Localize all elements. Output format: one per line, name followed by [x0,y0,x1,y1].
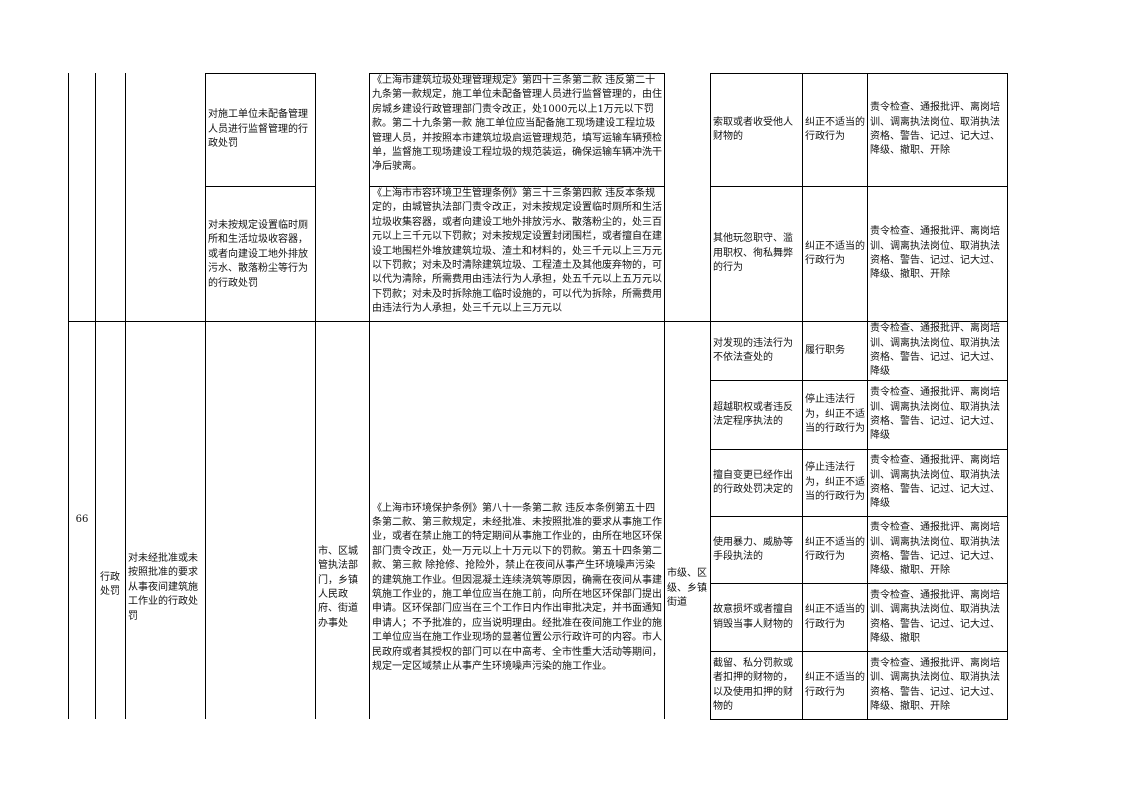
grid-line [205,73,206,719]
item-name: 对未按规定设置临时厕所和生活垃圾收容器，或者向建设工地外排放污水、散落粉尘等行为… [208,219,308,289]
duty-result: 责令检查、通报批评、离岗培训、调离执法岗位、取消执法资格、警告、记过、记大过、降… [870,455,1000,510]
duty-situation-cell: 超越职权或者违反法定程序执法的 [713,381,800,449]
duty-situation-cell: 对发现的违法行为不依法查处的 [713,322,800,380]
grid-line [710,449,1007,450]
grid-line [710,516,1007,517]
item-name-cell: 对施工单位未配备管理人员进行监督管理的行政处罚 [208,108,313,152]
duty-situation-cell: 使用暴力、威胁等手段执法的 [713,517,800,583]
item-number: 66 [75,514,89,526]
grid-line [1007,73,1008,720]
legal-basis-cell: 《上海市环境保护条例》第八十一条第二款 违反本条例第五十四条第二款、第三款规定，… [372,488,662,688]
department-cell: 市、区城管执法部门，乡镇人民政府、街道办事处 [318,545,367,631]
duty-result: 责令检查、通报批评、离岗培训、调离执法岗位、取消执法资格、警告、记过、记大过、降… [870,226,1000,281]
legal-basis: 《上海市建筑垃圾处理管理规定》第四十三条第二款 违反第二十九条第一款规定，施工单… [372,75,662,173]
duty-type-cell: 停止违法行为，纠正不适当的行政行为 [805,381,865,449]
grid-line [664,73,665,719]
duty-situation: 索取或者收受他人财物的 [713,116,793,142]
grid-line [710,73,711,719]
duty-type: 纠正不适当的行政行为 [805,672,865,698]
duty-type: 停止违法行为，纠正不适当的行政行为 [805,394,865,435]
duty-result-cell: 责令检查、通报批评、离岗培训、调离执法岗位、取消执法资格、警告、记过、记大过、降… [870,187,1005,321]
duty-situation: 超越职权或者违反法定程序执法的 [713,401,793,427]
grid-line [710,583,1007,584]
item-name: 对未经批准或未按照批准的要求从事夜间建筑施工作业的行政处罚 [128,552,198,622]
duty-situation-cell: 故意损坏或者擅自销毁当事人财物的 [713,584,800,651]
duty-type: 履行职务 [805,344,845,356]
grid-line [710,73,1007,74]
duty-type-cell: 履行职务 [805,322,865,380]
duty-result-cell: 责令检查、通报批评、离岗培训、调离执法岗位、取消执法资格、警告、记过、记大过、降… [870,517,1005,583]
duty-result: 责令检查、通报批评、离岗培训、调离执法岗位、取消执法资格、警告、记过、记大过、降… [870,387,1000,442]
duty-type: 纠正不适当的行政行为 [805,536,865,562]
grid-line [369,73,664,74]
duty-situation: 其他玩忽职守、滥用职权、徇私舞弊的行为 [713,233,793,274]
grid-line [68,73,69,719]
duty-situation-cell: 索取或者收受他人财物的 [713,74,800,186]
grid-line [710,321,1007,322]
duty-type-cell: 纠正不适当的行政行为 [805,517,865,583]
duty-type: 纠正不适当的行政行为 [805,240,865,266]
grid-line [710,186,1007,187]
item-category: 行政处罚 [100,571,120,597]
duty-result: 责令检查、通报批评、离岗培训、调离执法岗位、取消执法资格、警告、记过、记大过、降… [870,522,1000,577]
duty-type-cell: 纠正不适当的行政行为 [805,584,865,651]
duty-type: 纠正不适当的行政行为 [805,604,865,630]
item-number-cell: 66 [69,322,95,719]
legal-basis: 《上海市环境保护条例》第八十一条第二款 违反本条例第五十四条第二款、第三款规定，… [372,502,662,673]
duty-situation: 截留、私分罚款或者扣押的财物的，以及使用扣押的财物的 [713,657,793,712]
duty-result-cell: 责令检查、通报批评、离岗培训、调离执法岗位、取消执法资格、警告、记过、记大过、降… [870,322,1005,380]
item-category-cell: 行政处罚 [97,560,123,610]
duty-situation: 对发现的违法行为不依法查处的 [713,337,793,363]
grid-line [369,73,370,719]
duty-result-cell: 责令检查、通报批评、离岗培训、调离执法岗位、取消执法资格、警告、记过、记大过、降… [870,652,1005,719]
duty-situation: 擅自变更已经作出的行政处罚决定的 [713,469,793,495]
grid-line [205,73,315,74]
duty-type-cell: 纠正不适当的行政行为 [805,74,865,186]
level: 市级、区级、乡镇街道 [667,568,707,609]
grid-line [867,73,868,720]
legal-basis: 《上海市市容环境卫生管理条例》第三十三条第四款 违反本条规定的，由城管执法部门责… [372,188,662,315]
duty-result-cell: 责令检查、通报批评、离岗培训、调离执法岗位、取消执法资格、警告、记过、记大过、降… [870,381,1005,449]
item-name-cell: 对未经批准或未按照批准的要求从事夜间建筑施工作业的行政处罚 [128,552,204,624]
item-name: 对施工单位未配备管理人员进行监督管理的行政处罚 [208,109,308,150]
duty-situation: 使用暴力、威胁等手段执法的 [713,536,793,562]
duty-result-cell: 责令检查、通报批评、离岗培训、调离执法岗位、取消执法资格、警告、记过、记大过、降… [870,584,1005,651]
duty-situation-cell: 擅自变更已经作出的行政处罚决定的 [713,450,800,516]
item-name-cell: 对未按规定设置临时厕所和生活垃圾收容器，或者向建设工地外排放污水、散落粉尘等行为… [208,219,313,291]
duty-type: 纠正不适当的行政行为 [805,116,865,142]
duty-result-cell: 责令检查、通报批评、离岗培训、调离执法岗位、取消执法资格、警告、记过、记大过、降… [870,450,1005,516]
grid-line [95,73,96,719]
level-cell: 市级、区级、乡镇街道 [667,560,708,618]
grid-line [315,73,316,719]
grid-line [710,719,1007,720]
duty-situation: 故意损坏或者擅自销毁当事人财物的 [713,604,793,630]
duty-result-cell: 责令检查、通报批评、离岗培训、调离执法岗位、取消执法资格、警告、记过、记大过、降… [870,74,1005,186]
grid-line [369,186,664,187]
duty-situation-cell: 其他玩忽职守、滥用职权、徇私舞弊的行为 [713,187,800,321]
grid-line [205,186,315,187]
duty-situation-cell: 截留、私分罚款或者扣押的财物的，以及使用扣押的财物的 [713,652,800,719]
duty-result: 责令检查、通报批评、离岗培训、调离执法岗位、取消执法资格、警告、记过、记大过、降… [870,102,1000,157]
duty-result: 责令检查、通报批评、离岗培训、调离执法岗位、取消执法资格、警告、记过、记大过、降… [870,589,1000,644]
legal-basis-cell: 《上海市市容环境卫生管理条例》第三十三条第四款 违反本条规定的，由城管执法部门责… [372,187,662,321]
grid-line [710,651,1007,652]
grid-line [802,73,803,720]
duty-type: 停止违法行为，纠正不适当的行政行为 [805,462,865,503]
duty-type-cell: 纠正不适当的行政行为 [805,187,865,321]
duty-result: 责令检查、通报批评、离岗培训、调离执法岗位、取消执法资格、警告、记过、记大过、降… [870,323,1000,378]
grid-line [710,380,1007,381]
legal-basis-cell: 《上海市建筑垃圾处理管理规定》第四十三条第二款 违反第二十九条第一款规定，施工单… [372,74,662,186]
grid-line [125,73,126,719]
duty-type-cell: 纠正不适当的行政行为 [805,652,865,719]
duty-type-cell: 停止违法行为，纠正不适当的行政行为 [805,450,865,516]
department: 市、区城管执法部门，乡镇人民政府、街道办事处 [318,545,358,629]
duty-result: 责令检查、通报批评、离岗培训、调离执法岗位、取消执法资格、警告、记过、记大过、降… [870,657,1000,712]
grid-line [68,321,710,322]
